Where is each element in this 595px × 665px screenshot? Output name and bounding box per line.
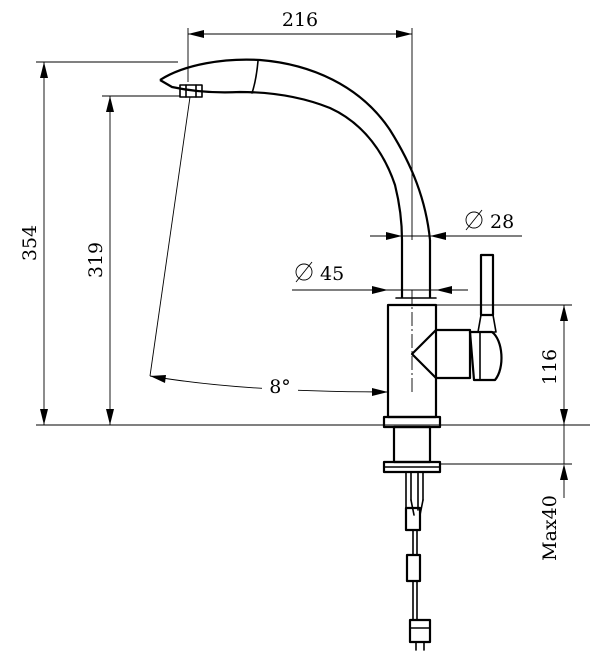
label-diameter-spout: 28 bbox=[490, 211, 514, 233]
dimension-diameter-body: 45 bbox=[292, 261, 468, 294]
dimension-height-total: 354 bbox=[19, 61, 590, 426]
label-height-total: 354 bbox=[19, 225, 41, 261]
aerator bbox=[179, 84, 203, 98]
handle-lever bbox=[479, 253, 495, 317]
label-height-spout: 319 bbox=[85, 242, 107, 278]
hose-fitting-bottom bbox=[408, 618, 432, 644]
dimension-max-thickness: Max40 bbox=[440, 425, 572, 561]
dimension-angle: 8° bbox=[149, 96, 389, 398]
dimension-diameter-spout: 28 bbox=[370, 209, 522, 240]
spout-seam bbox=[251, 60, 259, 94]
hose-connector-2 bbox=[405, 553, 422, 583]
diameter-icon bbox=[465, 209, 483, 231]
spout-head-bottom bbox=[159, 79, 404, 241]
diameter-icon bbox=[295, 261, 313, 283]
label-height-body: 116 bbox=[539, 349, 561, 385]
spout-head-top bbox=[159, 58, 432, 241]
base-flange bbox=[382, 415, 442, 429]
label-width-top: 216 bbox=[282, 9, 318, 31]
dimension-width-top: 216 bbox=[187, 9, 413, 240]
dimension-height-spout: 319 bbox=[85, 95, 180, 425]
label-max-thickness: Max40 bbox=[539, 495, 561, 561]
lever-housing bbox=[410, 328, 472, 380]
label-diameter-body: 45 bbox=[320, 263, 344, 285]
base-shank bbox=[392, 425, 432, 464]
faucet-outline bbox=[159, 58, 503, 651]
handle-knob bbox=[468, 330, 503, 382]
dimension-height-body: 116 bbox=[436, 304, 572, 425]
label-angle: 8° bbox=[269, 376, 291, 398]
